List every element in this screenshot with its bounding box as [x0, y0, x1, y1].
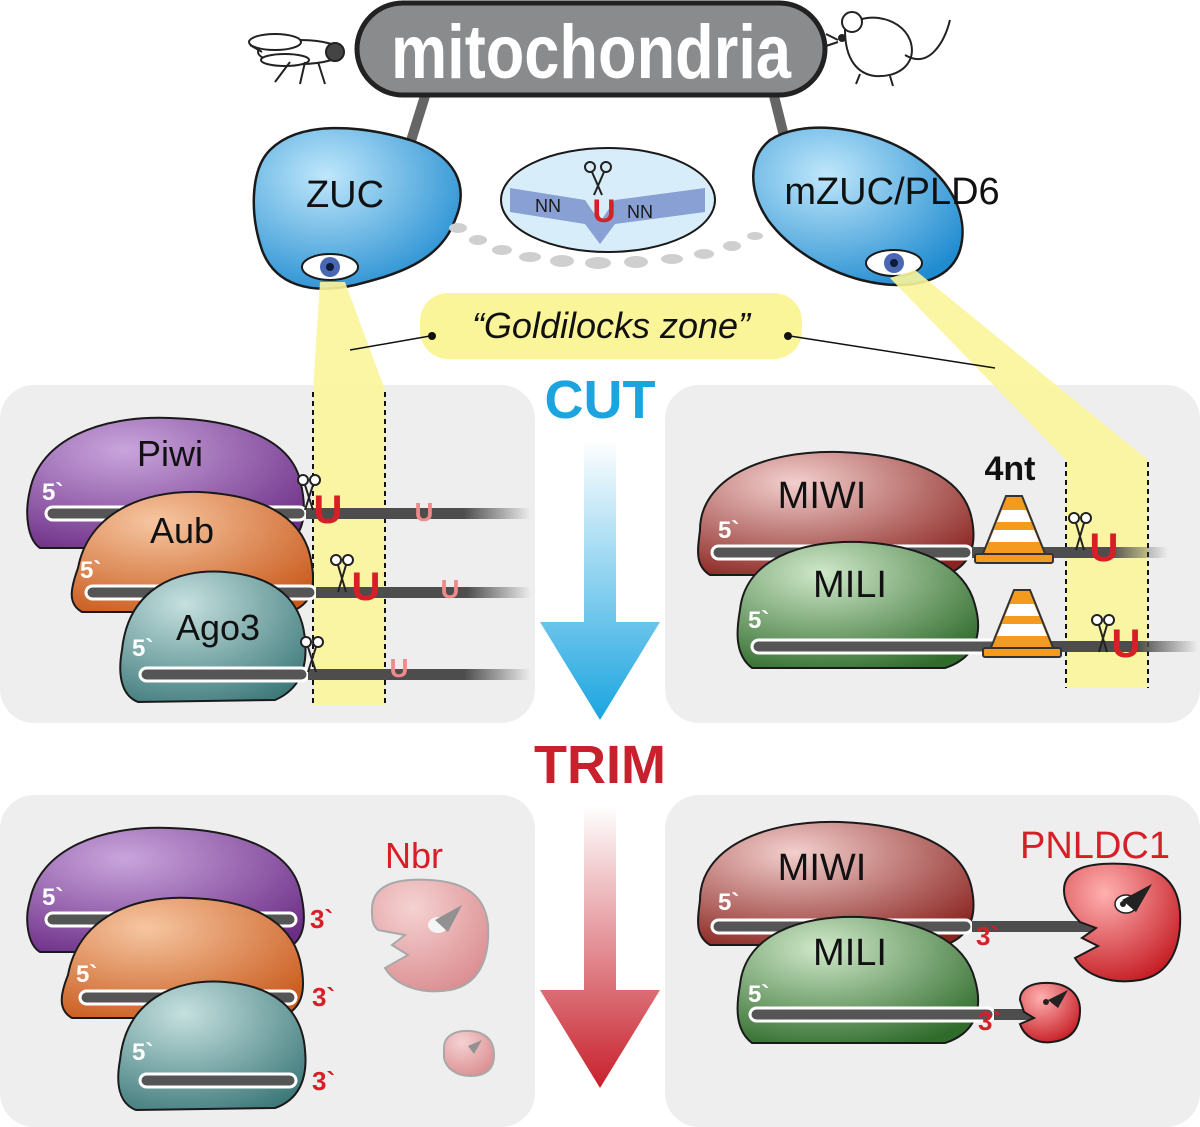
inset-uridine: U — [592, 193, 615, 229]
mitochondria-pill — [354, 0, 828, 98]
scissors-icon — [297, 474, 321, 511]
aub-5prime: 5` — [80, 557, 101, 584]
mili-trim-label: MILI — [813, 932, 887, 974]
zuc-eye-icon — [301, 253, 359, 281]
scissors-icon — [330, 554, 354, 593]
nbr-small-exonuclease-icon — [443, 1029, 496, 1078]
mili-body — [736, 540, 980, 669]
zone-dot-right — [784, 332, 792, 340]
zuc-body — [252, 126, 462, 290]
zone-label: “Goldilocks zone” — [472, 305, 752, 346]
nbr-exonuclease-icon — [370, 878, 490, 993]
zone-dot-left — [428, 332, 436, 340]
ago3-5prime: 5` — [132, 635, 153, 662]
miwi-trim-body — [697, 820, 975, 946]
scissors-icon — [300, 636, 324, 673]
scissors-icon — [584, 161, 612, 196]
mili-label: MILI — [813, 564, 887, 606]
cut-label: CUT — [545, 370, 656, 430]
mili-rna-bound — [750, 638, 1000, 655]
piwi-u-cut: U — [314, 488, 343, 532]
dot-arc — [449, 223, 763, 269]
miwi-trim-label: MIWI — [778, 847, 867, 889]
mzuc-label: mZUC/PLD6 — [784, 171, 999, 213]
traffic-cone-icon — [974, 495, 1054, 564]
mili-rna-tail — [998, 641, 1198, 652]
piwi-label: Piwi — [137, 433, 203, 474]
miwi-u-cut: U — [1090, 526, 1119, 570]
traffic-cone-icon — [982, 589, 1062, 658]
miwi-body — [697, 450, 975, 576]
ago3-trim-5prime: 5` — [132, 1039, 153, 1066]
miwi-trim-3prime: 3` — [976, 921, 999, 951]
mili-5prime: 5` — [748, 607, 769, 634]
mitochondria-title: mitochondria — [391, 10, 792, 95]
piwi-trim-3prime: 3` — [310, 904, 333, 934]
miwi-trim-rna-tail — [972, 921, 1102, 932]
piwi-u-next: U — [415, 497, 434, 527]
scissors-icon — [1068, 512, 1092, 551]
miwi-label: MIWI — [778, 475, 867, 517]
fly-icon — [248, 33, 345, 85]
aub-trim-5prime: 5` — [76, 961, 97, 988]
ago3-rna-bound — [138, 666, 310, 683]
zuc-label: ZUC — [306, 174, 384, 216]
ago3-rna-tail — [308, 669, 531, 680]
piwi-trim-5prime: 5` — [42, 884, 63, 911]
piwi-rna-tail — [306, 508, 531, 519]
mouse-icon — [825, 11, 951, 87]
ago3-trim-rna — [138, 1072, 298, 1089]
mili-trim-rna-tail — [994, 1009, 1044, 1020]
aub-label: Aub — [150, 510, 214, 551]
miwi-5prime: 5` — [718, 517, 739, 544]
pnldc1-exonuclease-icon — [1062, 862, 1182, 983]
zone-pointer-right — [789, 335, 996, 369]
aub-u-next: U — [441, 574, 460, 604]
piwi-5prime: 5` — [42, 479, 63, 506]
mili-trim-3prime: 3` — [978, 1006, 1001, 1036]
mili-trim-5prime: 5` — [748, 981, 769, 1008]
scissors-icon — [1091, 614, 1115, 653]
trim-label: TRIM — [534, 735, 666, 795]
spacer-label: 4nt — [985, 450, 1036, 488]
ago3-label: Ago3 — [176, 607, 260, 648]
aub-u-cut: U — [352, 565, 381, 609]
nbr-label: Nbr — [385, 835, 443, 876]
aub-trim-3prime: 3` — [312, 982, 335, 1012]
zone-label-pill — [420, 293, 802, 359]
mzuc-body — [752, 126, 964, 287]
zone-beam-left — [313, 282, 385, 705]
ago3-u-next: U — [390, 653, 409, 683]
zone-beam-right — [890, 270, 1148, 688]
aub-rna-tail — [316, 587, 531, 598]
mili-trim-rna — [748, 1006, 996, 1023]
ago3-trim-3prime: 3` — [312, 1066, 335, 1096]
inset-left-nts: NN — [535, 196, 561, 216]
pnldc1-small-exonuclease-icon — [1018, 981, 1082, 1044]
trim-arrow — [540, 806, 660, 1088]
miwi-trim-5prime: 5` — [718, 889, 739, 916]
cut-arrow — [540, 440, 660, 720]
mili-u-cut: U — [1112, 622, 1141, 666]
inset-right-nts: NN — [627, 202, 653, 222]
mzuc-eye-icon — [865, 249, 923, 277]
miwi-rna-tail — [972, 547, 1168, 558]
pnldc1-label: PNLDC1 — [1020, 825, 1170, 867]
cleavage-inset: NN U NN — [500, 147, 716, 253]
zone-pointer-left — [349, 335, 431, 351]
